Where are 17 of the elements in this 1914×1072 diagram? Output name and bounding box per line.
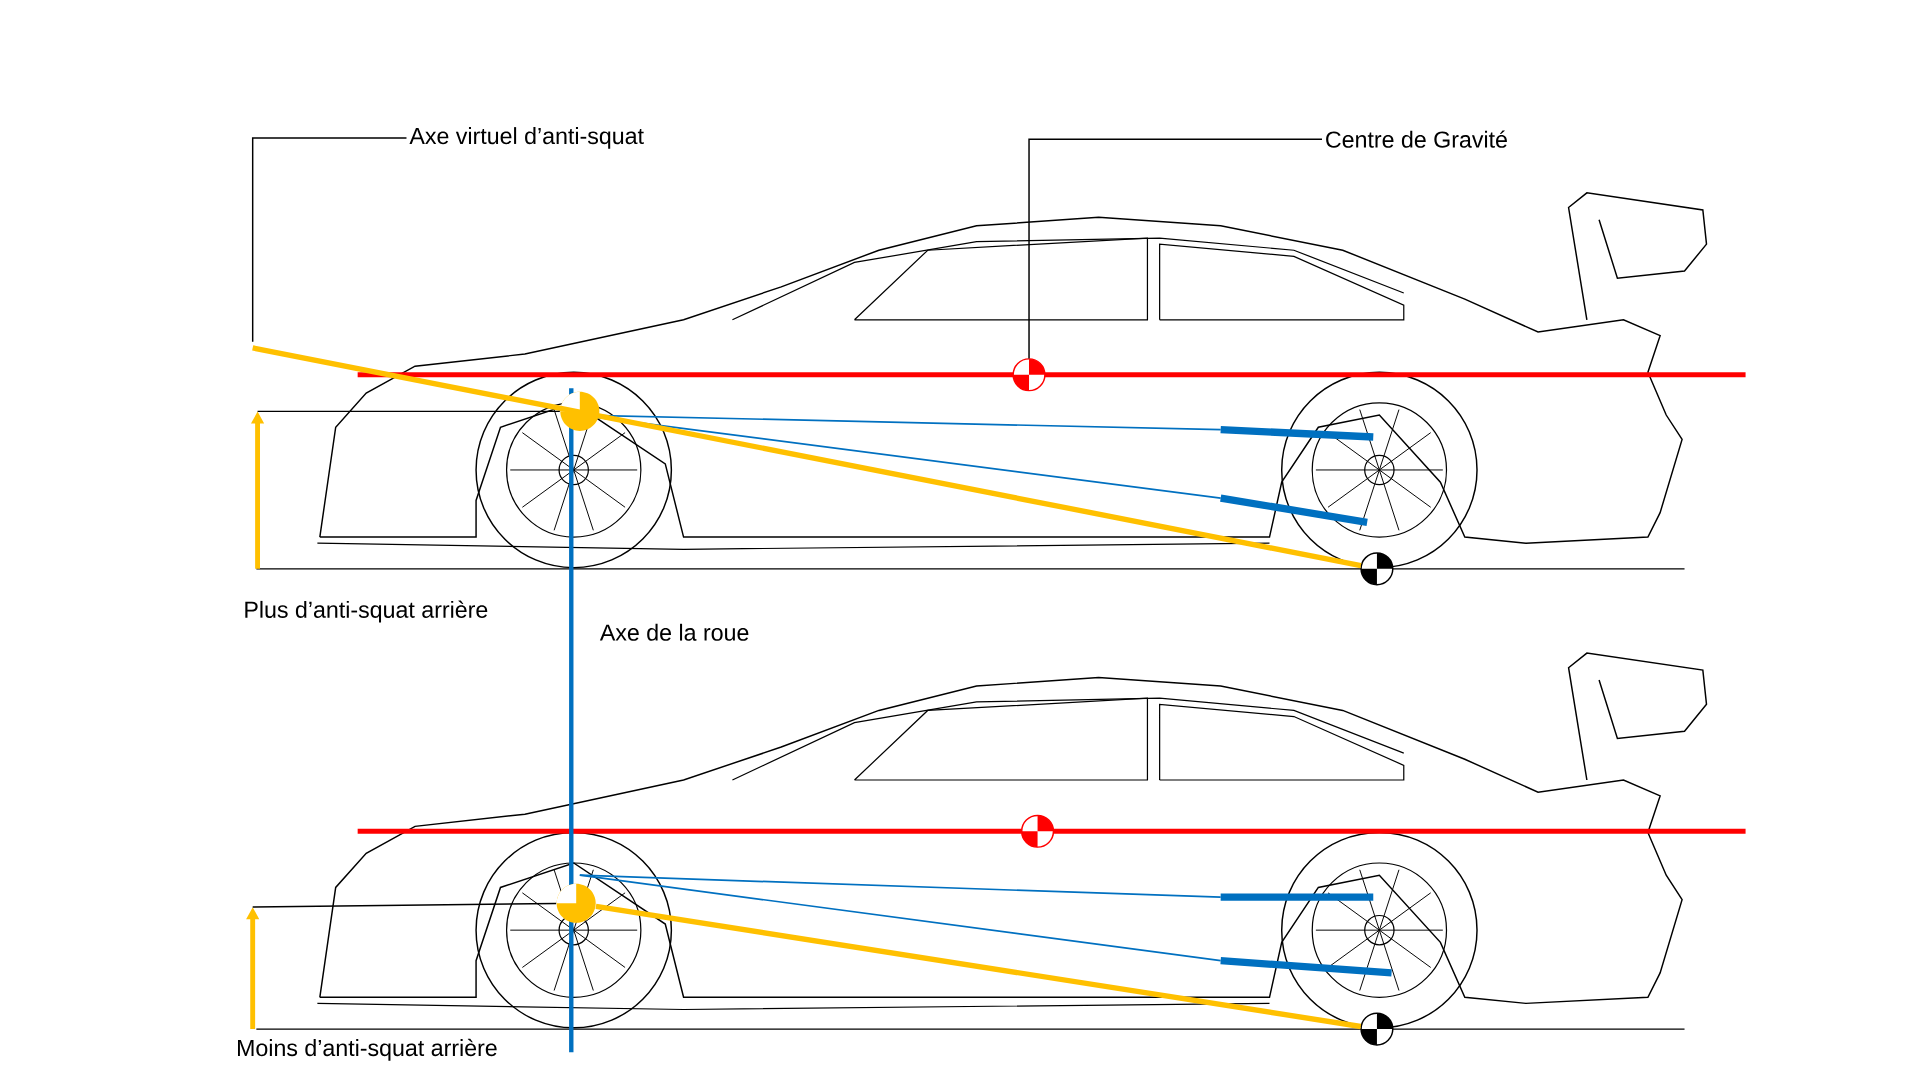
pivot-marker [560,391,600,431]
contact-point-marker [1360,552,1394,586]
annotation-label: Plus d’anti-squat arrière [245,600,488,623]
contact-point-marker [1360,1012,1394,1046]
reference-line [256,410,561,413]
leader-line [251,137,408,343]
cg-marker [1021,814,1055,848]
anti-squat-line [595,903,1362,1030]
cg-marker [1012,358,1046,392]
leader-line [1028,138,1323,360]
annotation-label: Axe de la roue [599,623,749,641]
callout-text: Axe virtuel d’anti-squat [409,127,644,149]
pivot-marker [556,883,596,923]
annotation-label: Moins d’anti-squat arrière [238,1038,497,1061]
anti-squat-line [252,345,1362,569]
reference-line [251,902,557,908]
callout-text: Centre de Gravité [1326,130,1507,148]
